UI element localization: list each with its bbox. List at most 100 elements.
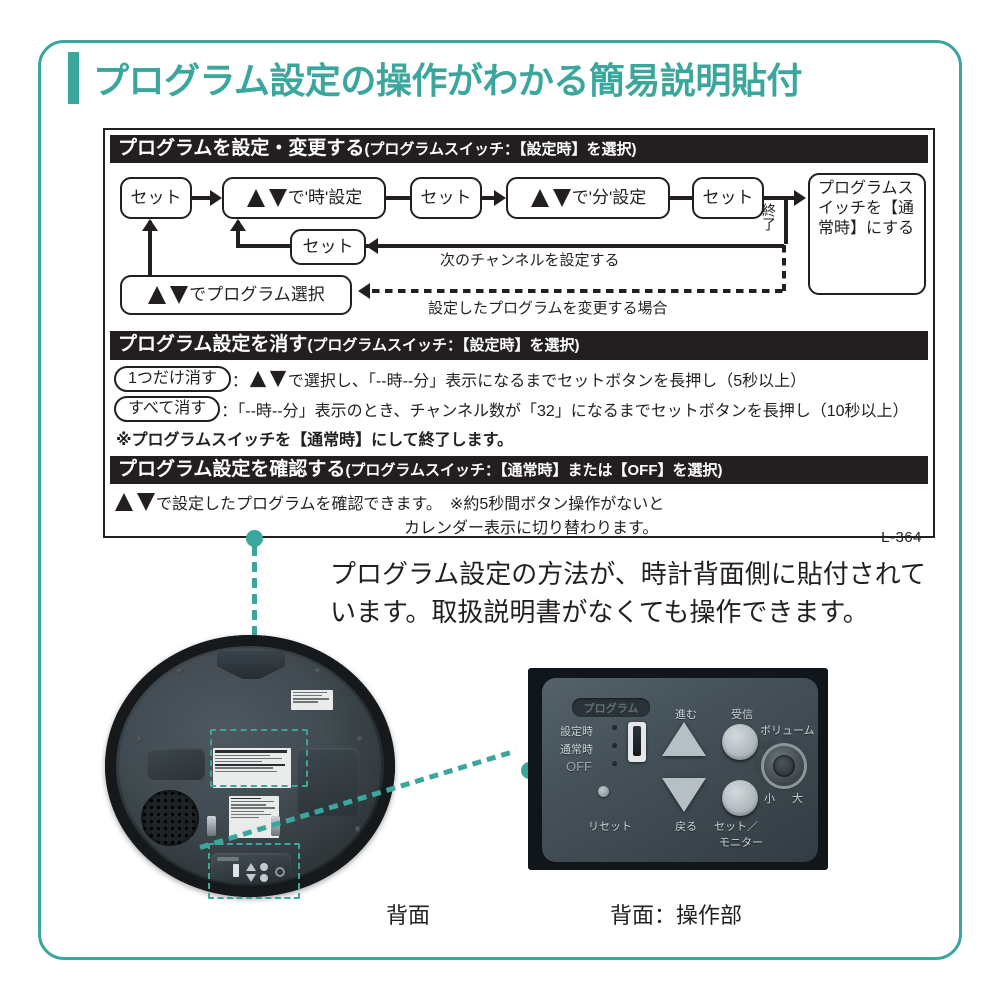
flow-node-finish: プログラムスイッチを【通常時】にする [808,173,926,296]
flow-connector [386,196,410,201]
delete-note: ※プログラムスイッチを【通常時】にして終了します。 [116,431,513,449]
clock-hanger [217,651,285,679]
program-chip: プログラム [572,698,650,717]
highlight-box-control-panel [208,843,300,899]
receive-button[interactable] [722,724,758,760]
switch-label-setting: 設定時 [560,726,593,738]
set-monitor-button-mini[interactable] [260,874,268,882]
up-down-triangle-icon [114,491,156,513]
panel-face: プログラム 設定時 通常時 OFF 進む 戻る 受信 セット／ モニター リセッ… [542,678,818,862]
connector-line-sticker-to-rear [252,546,257,666]
receive-button-mini[interactable] [260,863,268,871]
highlight-box-instruction-label [210,729,308,787]
up-arrow-button[interactable] [662,722,706,756]
flow-node-set-loop: セット [290,229,366,266]
delete-one-pill: 1つだけ消す [114,365,231,392]
led-normal-icon [612,743,617,748]
model-code: L-364 [881,529,922,547]
flow-node-set-hour-label: で'時'設定 [287,188,363,208]
description-paragraph: プログラム設定の方法が、時計背面側に貼付されて います。取扱説明書がなくても操作… [330,556,940,631]
switch-label-normal: 通常時 [560,744,593,756]
flow-node-set-minute-label: で'分'設定 [571,188,647,208]
clock-control-panel-mini[interactable] [211,853,291,884]
set-monitor-button[interactable] [722,780,758,816]
control-panel-photo: プログラム 設定時 通常時 OFF 進む 戻る 受信 セット／ モニター リセッ… [528,668,828,870]
screw-icon [147,844,153,850]
clock-rear-inner [119,648,381,884]
screw-icon [315,668,321,674]
battery-cover-left [147,748,205,780]
flow-node-set-1: セット [120,177,192,220]
description-line-2: います。取扱説明書がなくても操作できます。 [330,596,869,627]
delete-section-body: 1つだけ消す ： で選択し、「--時--分」表示になるまでセットボタンを長押し（… [110,360,928,452]
flow-caption-change-program: 設定したプログラムを変更する場合 [428,300,668,318]
toggle-switch-mini[interactable] [233,864,239,877]
flow-connector [784,196,788,245]
flow-connector [192,196,210,201]
rear-photo [105,635,405,900]
flow-caption-next-channel: 次のチャンネルを設定する [440,252,620,270]
instruction-sticker: プログラムを設定・変更する(プログラムスイッチ：【設定時】を選択) セット で'… [103,128,935,546]
slide-switch-left[interactable] [207,816,216,836]
section-header-confirm-main: プログラム設定を確認する [118,458,346,480]
flow-connector [784,196,796,201]
flow-connector [148,221,152,278]
volume-arc-icon [754,736,814,796]
down-arrow-button[interactable] [662,778,706,812]
volume-min-label: 小 [764,793,775,805]
confirm-text-1: で設定したプログラムを確認できます。 [156,496,442,514]
program-chip-label: プログラム [583,702,639,715]
reset-button[interactable] [598,786,609,797]
page-title: プログラム設定の操作がわかる簡易説明貼付 [93,60,802,101]
screw-icon [357,736,363,742]
confirm-text-1b: ※約5秒間ボタン操作がないと [449,496,665,514]
title-accent-bar [68,52,79,104]
flow-node-set-2-label: セット [420,188,472,208]
flow-node-set-minute: で'分'設定 [506,177,670,220]
confirm-section-body: で設定したプログラムを確認できます。 ※約5秒間ボタン操作がないと カレンダー表… [110,484,928,548]
delete-all-text: ：「--時--分」表示のとき、チャンネル数が「32」になるまでセットボタンを長押… [221,402,909,420]
flow-arrow-left [366,238,378,255]
up-down-triangle-icon [530,187,572,209]
delete-one-text: で選択し、「--時--分」表示になるまでセットボタンを長押し（5秒以上） [287,372,807,390]
flow-arrow-right [210,190,222,207]
flow-node-set-loop-label: セット [302,237,354,257]
screw-icon [355,826,361,832]
volume-dial[interactable] [764,746,804,786]
down-triangle-mini-icon[interactable] [246,874,256,882]
flow-connector [670,196,692,201]
section-header-delete-sub: (プログラムスイッチ：【設定時】を選択) [307,337,580,355]
confirm-line-1: で設定したプログラムを確認できます。 ※約5秒間ボタン操作がないと [114,490,924,514]
flow-dotted-connector [782,245,786,292]
delete-row-one: 1つだけ消す ： で選択し、「--時--分」表示になるまでセットボタンを長押し（… [114,365,924,392]
flow-node-set-hour: で'時'設定 [222,177,386,220]
led-setting-icon [612,725,617,730]
instruction-label-main [213,748,291,788]
volume-max-label: 大 [792,793,803,805]
speaker-grille [141,790,199,846]
up-triangle-mini-icon[interactable] [246,863,256,871]
flow-connector [366,244,784,249]
description-line-1: プログラム設定の方法が、時計背面側に貼付されて [330,559,926,589]
flow-connector [236,244,292,249]
flow-dotted-connector [372,289,784,294]
screw-icon [137,736,143,742]
confirm-text-2: カレンダー表示に切り替わります。 [404,520,659,538]
flow-arrow-right [794,190,806,207]
flow-arrow-right [494,190,506,207]
up-down-triangle-icon [147,284,189,306]
section-header-program: プログラムを設定・変更する(プログラムスイッチ：【設定時】を選択) [110,135,928,164]
delete-all-pill: すべて消す [114,395,221,422]
down-button-label: 戻る [675,821,697,833]
up-down-triangle-icon [246,187,288,209]
section-header-confirm: プログラム設定を確認する(プログラムスイッチ：【通常時】または【OFF】を選択) [110,455,928,485]
switch-label-off: OFF [566,759,592,774]
volume-dial-mini[interactable] [275,867,285,877]
panel-photo-caption: 背面：操作部 [610,903,743,928]
section-header-delete-main: プログラム設定を消す [118,334,308,356]
flow-node-select-program-label: でプログラム選択 [189,285,325,305]
led-off-icon [612,761,617,766]
program-toggle-switch[interactable] [628,722,646,762]
flow-arrow-left [358,283,370,300]
program-chip-mini [217,857,239,861]
